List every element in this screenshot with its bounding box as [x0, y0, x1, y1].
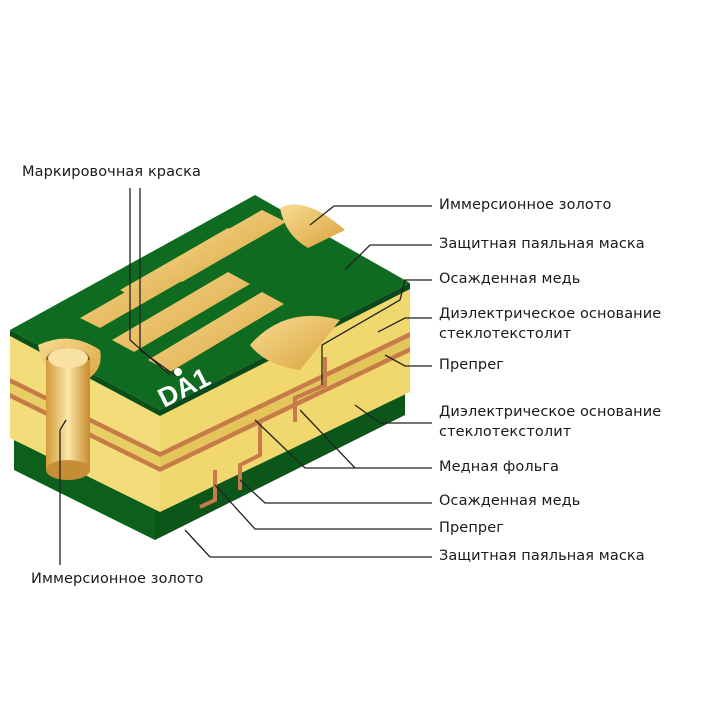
leader-dep-copper-bottom: [239, 479, 432, 504]
leader-lines: [59, 188, 432, 565]
label-immersion-gold-top: Иммерсионное золото: [439, 197, 612, 213]
leader-prepreg-top: [384, 354, 432, 367]
gold-pads: [38, 204, 345, 385]
label-deposited-copper-bottom: Осажденная медь: [439, 493, 581, 509]
leader-marking-1: [129, 188, 171, 376]
leader-dielectric-bottom: [354, 404, 432, 424]
label-dielectric-top-line2: стеклотекстолит: [439, 326, 572, 342]
leader-gold-bottom: [59, 419, 67, 565]
label-prepreg-top: Препрег: [439, 357, 504, 373]
label-dielectric-bottom-line2: стеклотекстолит: [439, 424, 572, 440]
leader-prepreg-bottom: [214, 484, 432, 530]
label-dielectric-top-line1: Диэлектрическое основание: [439, 306, 662, 322]
label-copper-foil: Медная фольга: [439, 459, 560, 475]
label-dielectric-bottom-line1: Диэлектрическое основание: [439, 404, 662, 420]
leader-marking-2: [139, 188, 177, 377]
leader-mask-top: [344, 244, 432, 271]
front-face-layers: [160, 288, 410, 512]
leader-dep-copper-top: [321, 279, 432, 385]
leader-gold-top: [309, 205, 432, 226]
label-solder-mask-bottom: Защитная паяльная маска: [439, 548, 645, 564]
plated-through-hole: [46, 348, 90, 480]
marking-dot: [174, 368, 182, 376]
label-deposited-copper-top: Осажденная медь: [439, 271, 581, 287]
leader-dielectric-top: [377, 317, 432, 333]
leader-copper-foil-2: [254, 419, 355, 469]
label-marking-paint: Маркировочная краска: [22, 164, 202, 180]
label-prepreg-bottom: Препрег: [439, 520, 504, 536]
label-solder-mask-top: Защитная паяльная маска: [439, 236, 645, 252]
label-immersion-gold-bottom: Иммерсионное золото: [31, 571, 204, 587]
leader-mask-bottom: [184, 529, 432, 558]
